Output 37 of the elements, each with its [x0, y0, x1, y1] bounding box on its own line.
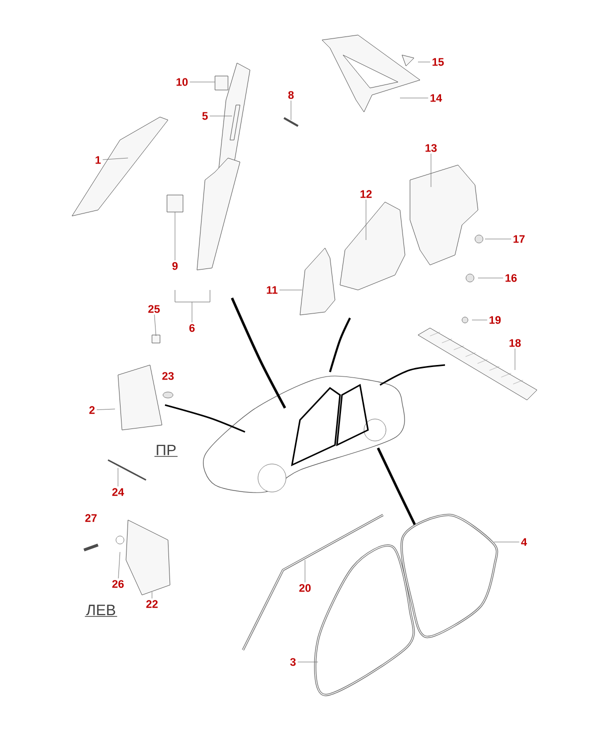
callout-number: 23 [162, 372, 174, 380]
callout-number: 9 [172, 262, 178, 270]
callout-number: 27 [85, 514, 97, 522]
callout-number: 24 [112, 488, 124, 496]
callout-number: 11 [266, 286, 278, 294]
callout-number: 16 [506, 274, 517, 282]
side-label: ПР [154, 444, 178, 457]
leader-line [430, 153, 432, 188]
leader-line [102, 158, 128, 160]
leader-line [154, 314, 156, 336]
callout-number: 2 [89, 406, 95, 414]
callout-number: 26 [112, 580, 124, 588]
leader-line [514, 348, 516, 370]
callout-number: 14 [430, 94, 442, 102]
leader-line [174, 212, 176, 261]
callout-number: 25 [148, 305, 160, 313]
side-label: ЛЕВ [84, 604, 118, 617]
callout-number: 5 [202, 112, 208, 120]
callout-number: 15 [432, 58, 444, 66]
callout-number: 13 [426, 144, 437, 152]
leader-line [290, 100, 292, 120]
callout-number: 12 [360, 190, 372, 198]
callout-number: 3 [290, 658, 296, 666]
callout-number: 1 [96, 156, 101, 164]
callout-number: 17 [514, 235, 525, 243]
callout-number: 18 [510, 339, 521, 347]
callout-number: 10 [176, 78, 188, 86]
leader-line [304, 560, 306, 583]
callout-number: 4 [521, 538, 527, 546]
leader-line [118, 552, 120, 579]
callout-number: 19 [490, 316, 501, 324]
callout-number: 6 [189, 324, 195, 332]
callout-number: 22 [146, 600, 158, 608]
leader-line [96, 408, 116, 410]
leader-line [484, 238, 512, 240]
callout-number: 8 [288, 91, 294, 99]
callout-number: 20 [299, 584, 311, 592]
